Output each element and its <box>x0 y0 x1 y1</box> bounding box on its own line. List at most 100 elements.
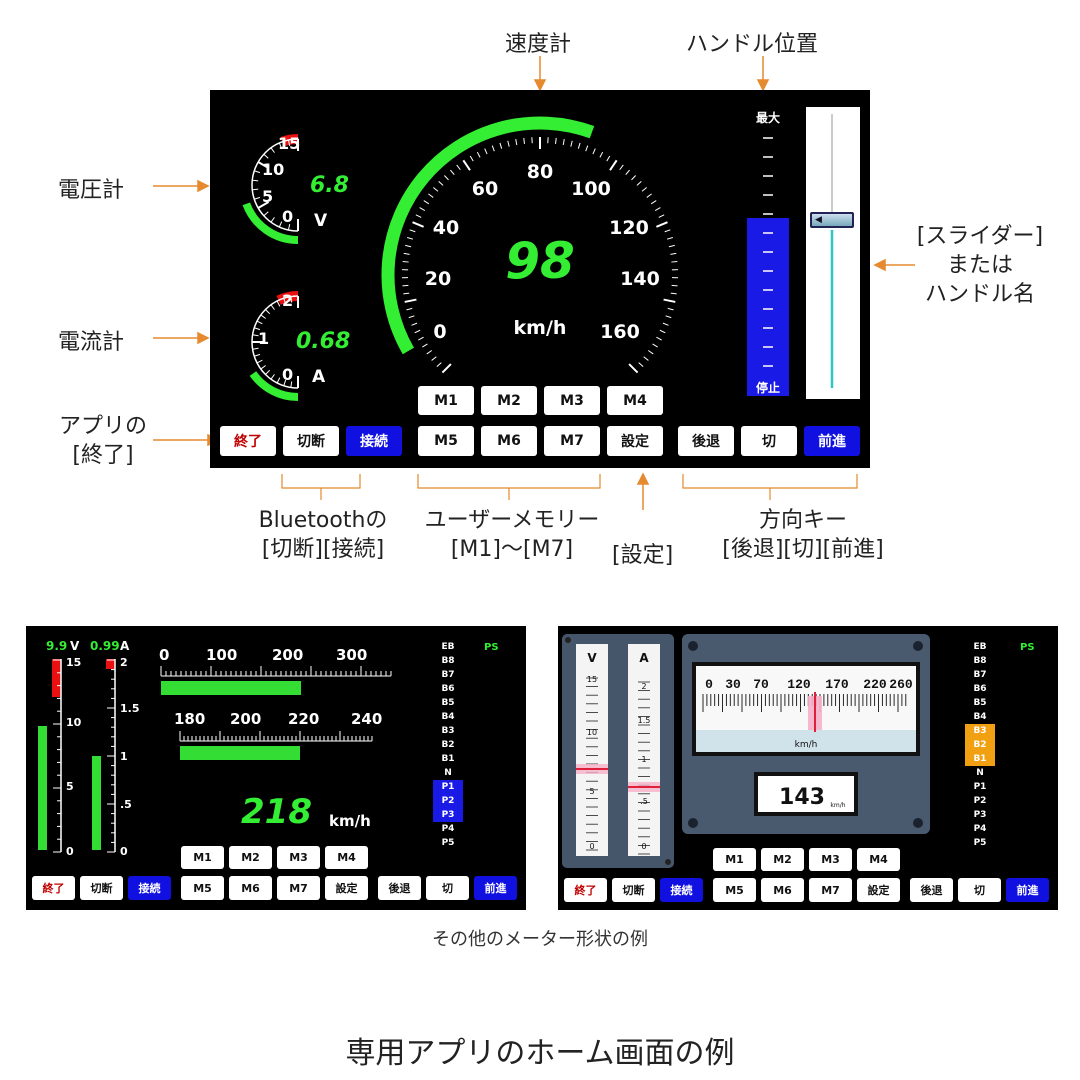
gauge-tick <box>263 153 269 159</box>
ex1-off-button[interactable]: 切 <box>426 876 469 900</box>
ex1-m3-button[interactable]: M3 <box>277 846 320 869</box>
notch-item: P1 <box>973 782 987 792</box>
gauge-tick <box>252 179 259 182</box>
gauge-tick <box>658 214 665 218</box>
ex1-forward-button[interactable]: 前進 <box>474 876 517 900</box>
ex2-m7-button[interactable]: M7 <box>809 878 852 902</box>
speed-tick-120: 120 <box>609 217 649 239</box>
voltmeter-callout: 電圧計 <box>58 178 125 203</box>
speed-tick-80: 80 <box>527 161 553 183</box>
ex1-m1-button[interactable]: M1 <box>181 846 224 869</box>
settings-button[interactable]: 設定 <box>607 426 663 456</box>
ex1-scale1-300: 300 <box>336 646 367 664</box>
ex1-scale1-100: 100 <box>206 646 237 664</box>
exit-button[interactable]: 終了 <box>220 426 276 456</box>
gauge-tick <box>428 193 434 198</box>
ex1-m4-button[interactable]: M4 <box>325 846 368 869</box>
ex2-speed-scale-unit: km/h <box>795 740 818 750</box>
ex2-speed-value: 143 <box>779 785 825 810</box>
gauge-tick <box>628 363 639 374</box>
ex1-m7-button[interactable]: M7 <box>277 876 320 900</box>
speed-tick-140: 140 <box>620 268 660 290</box>
gauge-tick <box>257 161 270 169</box>
gauge-tick <box>278 221 283 228</box>
notch-item: P3 <box>973 810 987 820</box>
m3-button[interactable]: M3 <box>544 386 600 415</box>
notch-item: N <box>976 768 984 778</box>
ex1-m2-button[interactable]: M2 <box>229 846 272 869</box>
gauge-tick <box>636 180 642 186</box>
ex2-screw-icon <box>688 818 698 828</box>
direction-callout: 方向キー[後退][切][前進] <box>722 508 884 562</box>
ex2-a-tick-1.5: 1.5 <box>638 716 651 725</box>
ex2-m3-button[interactable]: M3 <box>809 848 852 871</box>
notch-item: B8 <box>973 656 987 666</box>
ex1-current-unit: A <box>120 639 130 653</box>
ex1-v-tick-10: 10 <box>66 716 82 729</box>
m6-button[interactable]: M6 <box>481 426 537 456</box>
gauge-tick <box>283 379 287 386</box>
gauge-tick <box>664 229 671 233</box>
ex2-forward-button[interactable]: 前進 <box>1006 878 1049 902</box>
gauge-tick <box>290 296 293 303</box>
ex1-m6-button[interactable]: M6 <box>229 876 272 900</box>
m5-button[interactable]: M5 <box>418 426 474 456</box>
ex2-a-tick-0: 0 <box>641 842 646 851</box>
ex2-a-tick-1: 1 <box>641 755 646 764</box>
m4-button[interactable]: M4 <box>607 386 663 415</box>
ex1-voltage-unit: V <box>70 639 80 653</box>
notch-item: P3 <box>433 808 463 822</box>
speed-tick-20: 20 <box>425 268 451 290</box>
m1-button[interactable]: M1 <box>418 386 474 415</box>
current-value: 0.68 <box>296 329 350 354</box>
ex2-m1-button[interactable]: M1 <box>713 848 756 871</box>
notch-item: N <box>444 768 452 778</box>
ex1-scale2-200: 200 <box>230 710 261 728</box>
ex2-a-label: A <box>639 651 649 665</box>
m2-button[interactable]: M2 <box>481 386 537 415</box>
disconnect-button[interactable]: 切断 <box>283 426 339 456</box>
ex2-m5-button[interactable]: M5 <box>713 878 756 902</box>
speed-tick-0: 0 <box>433 321 446 343</box>
notch-item: B6 <box>973 684 987 694</box>
handle-stop-label: 停止 <box>756 380 780 395</box>
gauge-tick <box>665 315 672 319</box>
m7-button[interactable]: M7 <box>544 426 600 456</box>
reverse-button[interactable]: 後退 <box>678 426 734 456</box>
ex1-scale2-ticks <box>179 731 373 742</box>
voltmeter-gauge <box>242 134 299 244</box>
ex2-m6-button[interactable]: M6 <box>761 878 804 902</box>
ex2-connect-button[interactable]: 接続 <box>660 878 703 902</box>
ex2-disconnect-button[interactable]: 切断 <box>612 878 655 902</box>
app-exit-callout: アプリの[終了] <box>58 414 147 468</box>
ex2-m2-button[interactable]: M2 <box>761 848 804 871</box>
gauge-tick <box>415 214 422 218</box>
slider-thumb[interactable]: ◀ <box>810 212 854 228</box>
gauge-tick <box>254 327 261 331</box>
example2-screen: V A 15 10 5 0 2 1.5 1 .5 0 0 30 70 120 1… <box>558 626 1058 910</box>
ex2-reverse-button[interactable]: 後退 <box>910 878 953 902</box>
ex1-settings-button[interactable]: 設定 <box>325 876 368 900</box>
forward-button[interactable]: 前進 <box>804 426 860 456</box>
ex2-settings-button[interactable]: 設定 <box>857 878 900 902</box>
off-button[interactable]: 切 <box>741 426 797 456</box>
ex1-connect-button[interactable]: 接続 <box>128 876 171 900</box>
gauge-tick <box>507 140 510 147</box>
connect-button[interactable]: 接続 <box>346 426 402 456</box>
voltage-level-arc <box>242 202 299 244</box>
ex1-disconnect-button[interactable]: 切断 <box>80 876 123 900</box>
ex2-exit-button[interactable]: 終了 <box>564 878 607 902</box>
gauge-tick <box>403 252 410 255</box>
ex2-off-button[interactable]: 切 <box>958 878 1001 902</box>
ex1-scale2-240: 240 <box>351 710 382 728</box>
ex1-exit-button[interactable]: 終了 <box>32 876 75 900</box>
gauge-tick <box>423 200 430 205</box>
ex1-reverse-button[interactable]: 後退 <box>378 876 421 900</box>
gauge-tick <box>263 211 269 217</box>
gauge-tick <box>260 314 266 319</box>
ex2-m4-button[interactable]: M4 <box>857 848 900 871</box>
gauge-tick <box>426 350 432 355</box>
ex1-m5-button[interactable]: M5 <box>181 876 224 900</box>
ex1-scale1-ticks <box>160 666 392 677</box>
bluetooth-callout: Bluetoothの[切断][接続] <box>258 508 388 562</box>
